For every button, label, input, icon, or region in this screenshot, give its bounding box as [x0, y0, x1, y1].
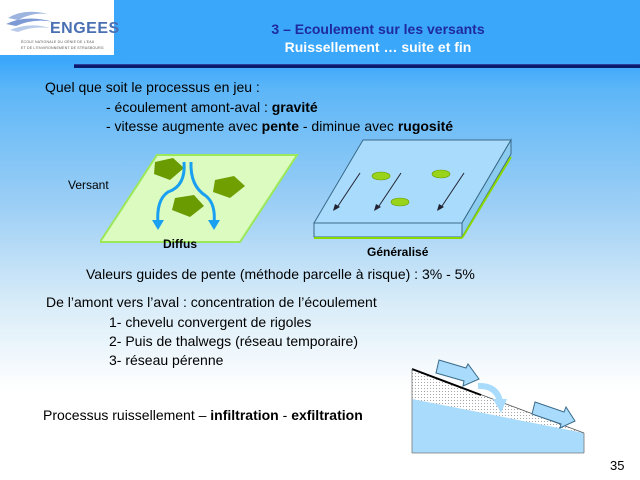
- bullet-text: - diminue avec: [298, 118, 398, 134]
- intro-lead: Quel que soit le processus en jeu :: [45, 79, 260, 95]
- slope-guide-text: Valeurs guides de pente (méthode parcell…: [86, 266, 475, 282]
- arrow-head-icon: [437, 204, 444, 211]
- leaf-icon: [213, 176, 245, 198]
- logo-subtitle-1: ÉCOLE NATIONALE DU GÉNIE DE L'EAU: [21, 40, 95, 44]
- flow-path-right: [189, 161, 216, 225]
- bullet-bold: pente: [261, 118, 299, 134]
- leaf-icon: [154, 158, 184, 180]
- page-number: 35: [610, 458, 625, 473]
- arrow-head-icon: [152, 220, 164, 230]
- arrow-head-icon: [374, 204, 381, 211]
- diffus-caption: Diffus: [163, 237, 197, 251]
- logo-subtitle-2: ET DE L'ENVIRONNEMENT DE STRASBOURG: [21, 46, 104, 50]
- leaf-icon: [371, 171, 391, 181]
- engees-logo: ENGEES ÉCOLE NATIONALE DU GÉNIE DE L'EAU…: [0, 0, 119, 55]
- process-separator: -: [278, 407, 292, 423]
- bullet-bold: rugosité: [397, 118, 454, 134]
- arrow-head-icon: [333, 204, 340, 211]
- leaf-icon: [390, 197, 410, 207]
- infiltration-diagram: [411, 359, 585, 454]
- generalise-caption: Généralisé: [367, 245, 429, 259]
- process-plain: Processus ruissellement –: [43, 407, 211, 423]
- exfiltration-arrow-icon: [531, 401, 576, 429]
- bullet-text: - vitesse augmente avec: [106, 118, 262, 134]
- process-infiltration: infiltration: [210, 407, 279, 423]
- slope-plane: [100, 154, 299, 243]
- infiltration-arrow-icon: [493, 399, 507, 413]
- slide-subtitle: Ruissellement … suite et fin: [284, 39, 472, 55]
- bullet-text: - écoulement amont-aval :: [106, 99, 272, 115]
- slab-side: [461, 138, 512, 239]
- runoff-arrow-icon: [435, 359, 480, 387]
- logo-wordmark: ENGEES: [50, 20, 120, 37]
- slab-top: [313, 139, 512, 224]
- title-divider: [74, 64, 640, 68]
- slab-front: [313, 222, 463, 238]
- process-text: Processus ruissellement – infiltration -…: [43, 407, 363, 423]
- leaf-icon: [172, 195, 204, 217]
- concentration-item-2: 2- Puis de thalwegs (réseau temporaire): [109, 333, 359, 349]
- concentration-item-3: 3- réseau pérenne: [109, 352, 224, 368]
- leaf-icon: [431, 169, 451, 179]
- diffus-diagram: [100, 154, 299, 243]
- generalise-diagram: [313, 138, 512, 239]
- intro-bullet-speed: - vitesse augmente avec pente - diminue …: [106, 118, 453, 134]
- concentration-lead: De l’amont vers l’aval : concentration d…: [46, 294, 377, 310]
- bullet-bold: gravité: [271, 99, 318, 115]
- intro-bullet-gravity: - écoulement amont-aval : gravité: [106, 99, 318, 115]
- slide-title: 3 – Ecoulement sur les versants: [271, 21, 485, 37]
- wave-logo-icon: [6, 11, 54, 32]
- arrow-head-icon: [208, 220, 220, 230]
- versant-label: Versant: [68, 178, 109, 192]
- flow-path-left: [156, 161, 186, 225]
- process-exfiltration: exfiltration: [291, 407, 363, 423]
- infiltration-path: [477, 382, 503, 402]
- concentration-item-1: 1- chevelu convergent de rigoles: [109, 314, 312, 330]
